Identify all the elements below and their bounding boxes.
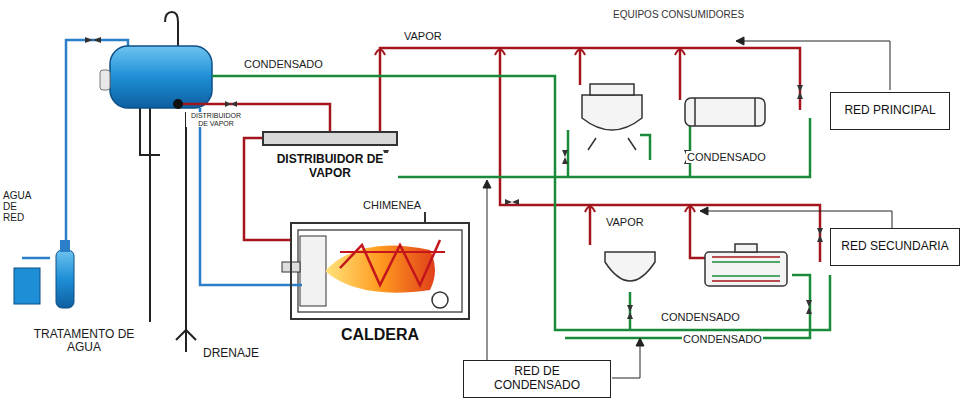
callout-box: RED PRINCIPAL [830,92,950,130]
callout-text: RED SECUNDARIA [841,240,948,254]
pipe-label: CONDENSADO [243,58,324,70]
boiler-internals [282,212,462,312]
pipe-label: AGUA DE RED [2,190,40,223]
pipe-label: VAPOR [605,216,645,228]
valves [85,37,823,319]
node-label: DISTRIBUIDOR DE VAPOR [262,153,398,181]
callout-text: RED PRINCIPAL [844,104,935,118]
pipe-label: CONDENSADO [682,333,763,345]
pipe-label: CONDENSADO [660,311,741,323]
pipe-label: TRATAMENTO DE AGUA [28,328,140,354]
pipe-label: VAPOR [403,30,443,42]
pipe-label: CHIMENEA [362,199,422,211]
water-treatment [14,240,74,308]
pipe-label: EQUIPOS CONSUMIDORES [612,9,745,20]
pipe-label: DISTRIBUIDOR DE VAPOR [186,112,246,127]
boiler-housing [290,222,470,320]
node-label: CALDERA [290,326,470,344]
callout-box: RED SECUNDARIA [830,228,960,266]
steam-pipes [183,48,820,262]
deaerator-tank [100,46,212,109]
pipe-loops [375,50,695,213]
condensate-pipes [212,76,830,338]
callout-text: RED DE CONDENSADO [470,365,604,393]
consumer-equipment [582,84,787,286]
boiler: CALDERA [290,222,470,356]
callout-box: RED DE CONDENSADO [463,360,611,398]
pipe-label: DRENAJE [202,347,260,360]
pipe-label: CONDENSADO [686,151,767,163]
callout-leaders [483,37,892,378]
steam-distributor: DISTRIBUIDOR DE VAPOR [262,131,398,181]
distributor-bar [262,131,398,146]
